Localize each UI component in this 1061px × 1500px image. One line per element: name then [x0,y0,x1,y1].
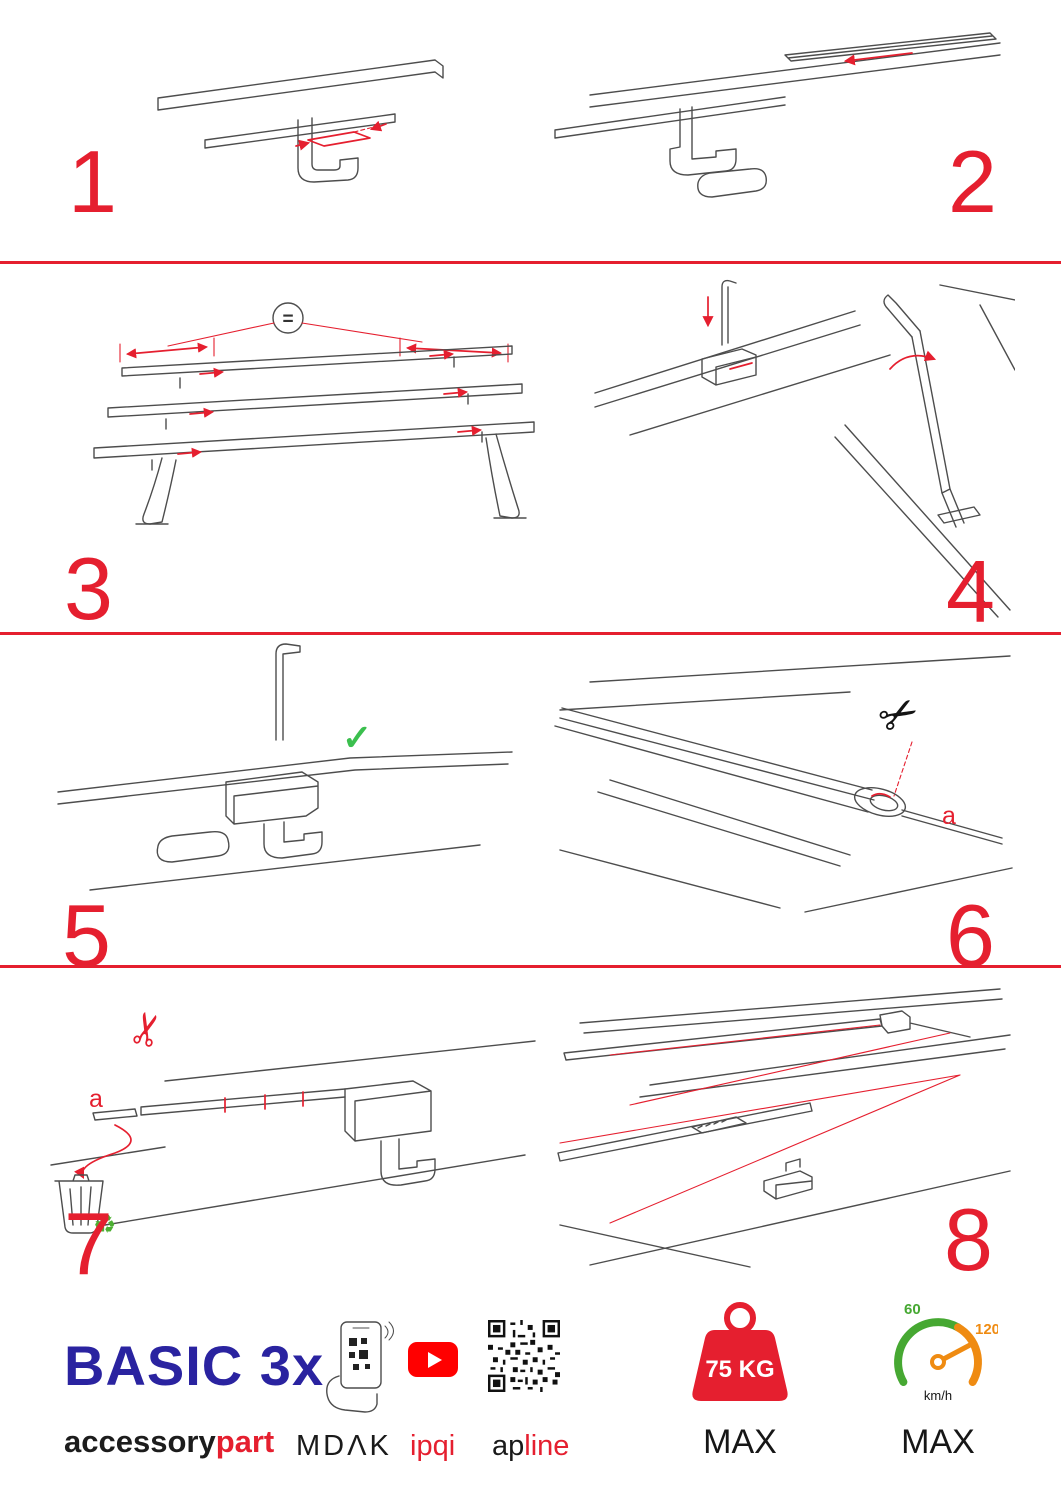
step-7-figure: ✂ a ♻ [50,1005,536,1239]
section-divider [0,965,1061,968]
speed-tick-60: 60 [904,1301,921,1318]
brand-subtitle-black: accessory [64,1424,216,1459]
weight-max-label: MAX [703,1423,777,1461]
speed-tick-120: 120 [975,1321,998,1338]
partner-ipqi: ipqi [410,1430,456,1462]
step-4-number: 4 [946,542,995,641]
partner-mdak: MDΛK [296,1430,392,1462]
step-7-number: 7 [64,1194,113,1293]
step-8-figure [557,988,1011,1268]
step-2-number: 2 [948,132,997,231]
step-1-figure [157,59,444,183]
partner-ap: ap [492,1430,525,1462]
cut-label-a: a [942,802,956,830]
step-1-number: 1 [68,132,117,231]
partner-apline: apline [492,1430,569,1463]
recycle-icon: ♻ [93,1209,116,1239]
step-6-number: 6 [946,886,995,985]
section-divider [0,632,1061,635]
step-4-figure [594,279,1015,618]
brand-subtitle-red: part [215,1424,275,1459]
step-3-figure: = [93,302,535,525]
step-5-number: 5 [62,886,111,985]
speedometer-icon: 60 120 km/h [894,1301,998,1403]
weight-limit-icon: 75 KG [692,1302,788,1401]
check-icon: ✓ [342,717,372,758]
qr-code [488,1320,560,1392]
step-5-figure: ✓ [57,643,513,891]
weight-limit-value: 75 KG [705,1356,774,1383]
equals-badge: = [282,309,293,330]
speed-max-label: MAX [901,1423,975,1461]
brand-logo: BASIC 3x [64,1334,325,1397]
phone-qr-icon [326,1321,394,1413]
step-6-figure: ✂ a [554,655,1013,913]
section-divider [0,261,1061,264]
partner-line: line [524,1430,570,1462]
step-3-number: 3 [64,539,113,638]
scissors-icon: ✂ [119,1005,176,1053]
youtube-icon [408,1342,458,1377]
cut-label-a: a [89,1085,103,1113]
step-8-number: 8 [944,1190,993,1289]
step-2-figure [554,32,1001,198]
scissors-icon: ✂ [869,682,928,746]
youtube-play-triangle [427,1351,442,1368]
brand-subtitle: accessorypart [64,1424,274,1460]
speed-unit: km/h [924,1388,952,1403]
